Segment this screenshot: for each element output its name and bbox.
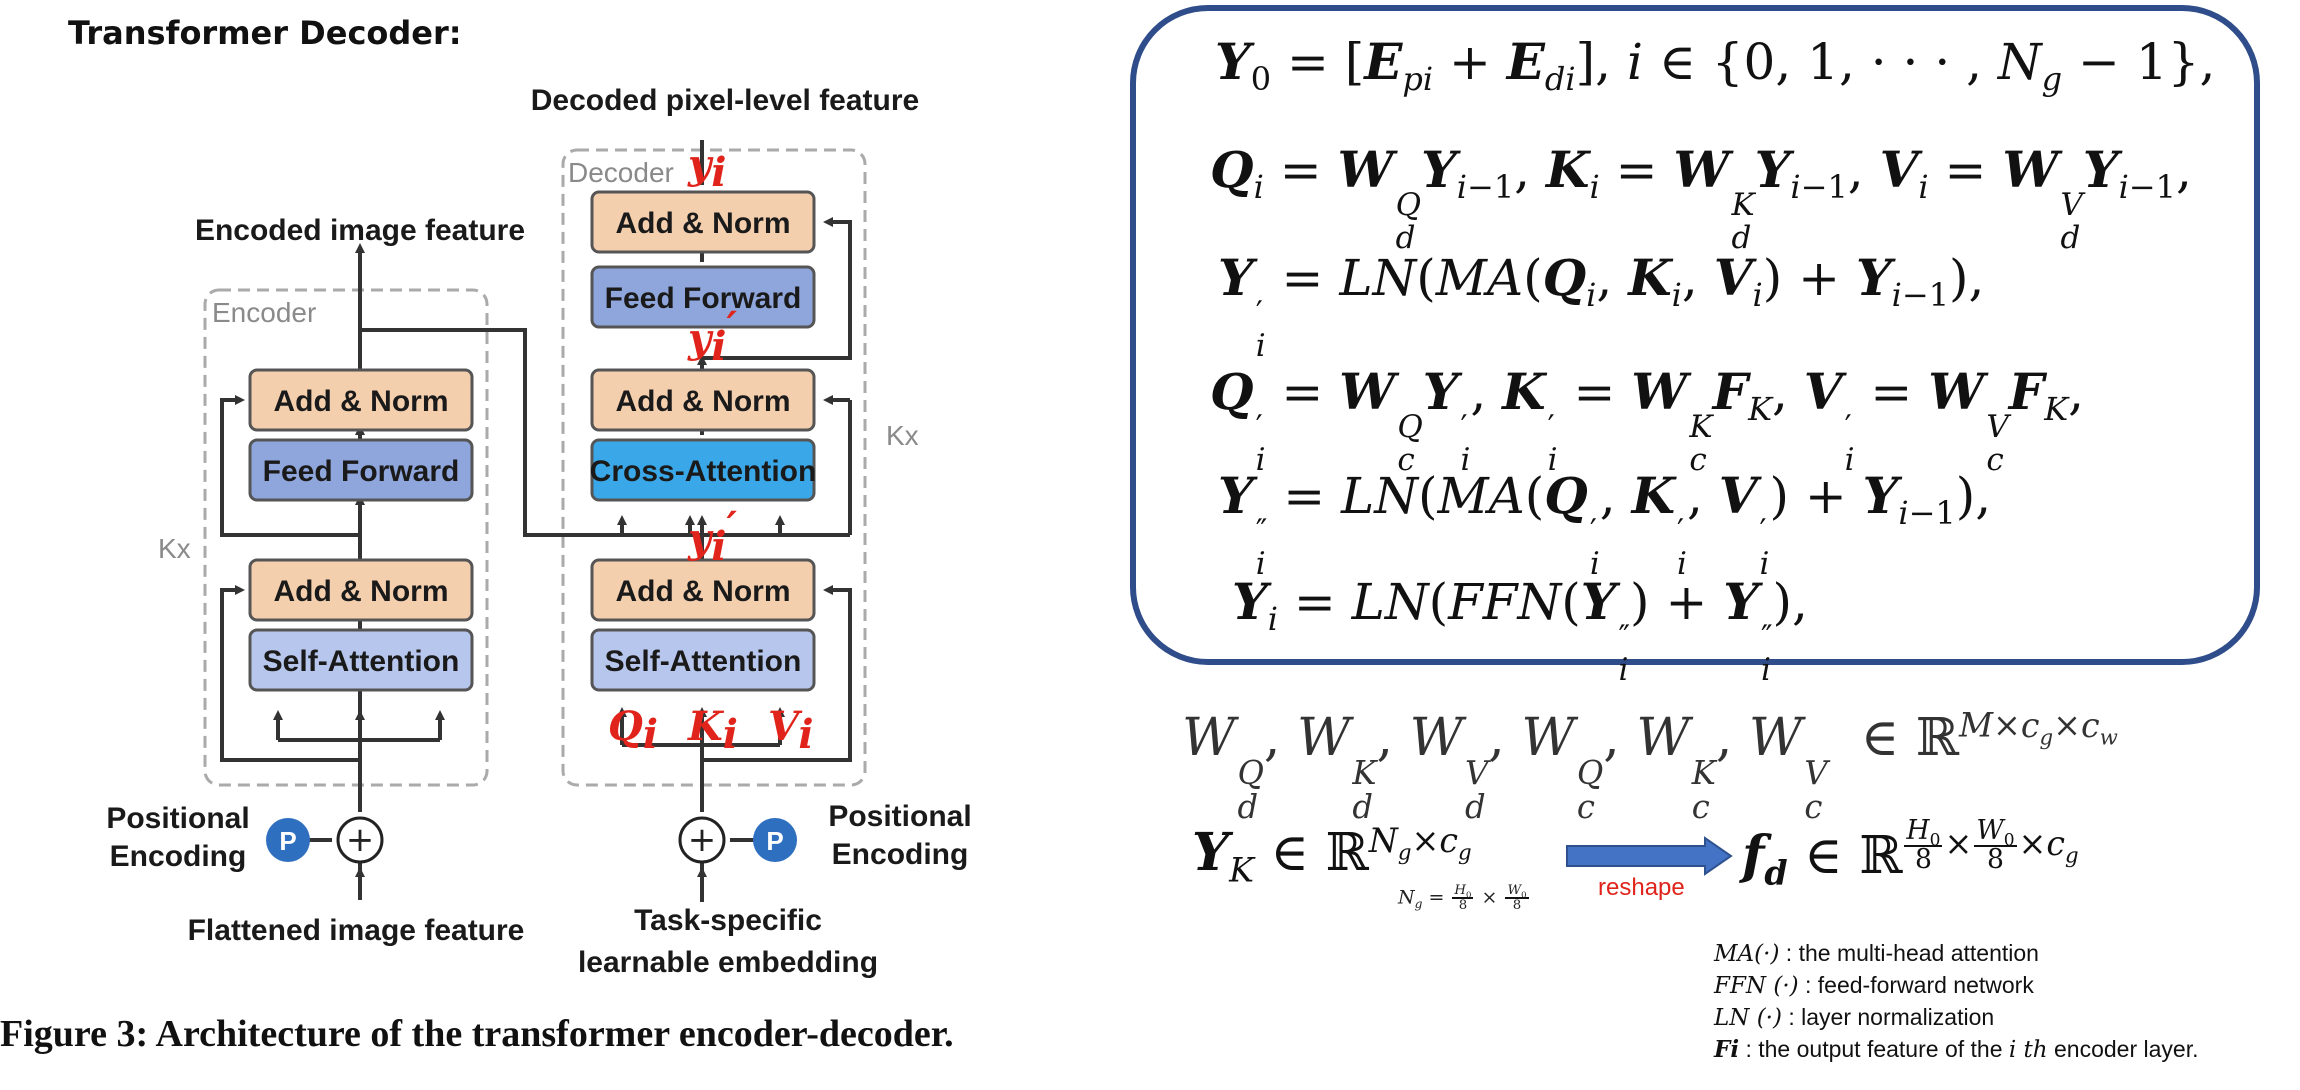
- encoder-feed-forward-label: Feed Forward: [263, 455, 460, 488]
- encoder-add-circle: [336, 816, 384, 864]
- encoder-add-norm-top: [248, 368, 474, 432]
- var-yi-top-letter: y: [687, 141, 714, 188]
- decoded-output-label: Decoded pixel-level feature: [531, 84, 919, 117]
- legend-ln: LN (·) : layer normalization: [1714, 1004, 1994, 1031]
- architecture-diagram: Encoder Decoder Kx Kx: [106, 84, 971, 979]
- var-v: Vi: [768, 703, 814, 758]
- var-yi-prime-lower-mark: ′: [726, 503, 737, 550]
- var-yi-prime-upper-sub: i: [711, 323, 726, 370]
- var-yi-prime-upper: yi′: [687, 303, 737, 370]
- equation-frame: [1130, 5, 2260, 665]
- legend-ma-sym: MA(·): [1714, 941, 1780, 967]
- decoder-cross-attention: [590, 438, 816, 502]
- var-yi-prime-upper-mark: ′: [726, 303, 737, 350]
- legend-fi-text: : the output feature of the: [1739, 1036, 2009, 1062]
- legend-fi-text2: encoder layer.: [2047, 1036, 2199, 1062]
- encoder-add-norm-bottom: [248, 558, 474, 622]
- encoder-add-norm-top-label: Add & Norm: [274, 385, 449, 418]
- pos-enc-right-2: Encoding: [832, 838, 969, 871]
- figure-caption: Figure 3: Architecture of the transforme…: [0, 1013, 954, 1055]
- legend-ffn-sym: FFN (·): [1714, 973, 1799, 999]
- legend-ffn-text: : feed-forward network: [1798, 972, 2034, 998]
- var-yi-top-sub: i: [711, 149, 726, 196]
- legend-fi: Fi : the output feature of the i th enco…: [1714, 1036, 2199, 1063]
- var-k-letter: K: [687, 703, 725, 750]
- encoder-tag: Encoder: [212, 297, 316, 328]
- encoder-p-circle: [266, 818, 310, 862]
- var-q-sub: i: [643, 711, 658, 758]
- legend-ln-sym: LN (·): [1714, 1005, 1782, 1031]
- encoder-frame: [203, 288, 489, 787]
- equation-1: Y0 = [Epi + Edi], i ∈ {0, 1, · · · , Ng …: [1215, 32, 2216, 98]
- var-k: Ki: [687, 703, 738, 758]
- flattened-label: Flattened image feature: [188, 914, 525, 947]
- var-q: Qi: [608, 703, 658, 758]
- encoder-add-norm-bottom-label: Add & Norm: [274, 575, 449, 608]
- decoder-tag: Decoder: [568, 157, 674, 188]
- decoder-plus-icon: +: [688, 820, 717, 860]
- decoder-add-norm-top-label: Add & Norm: [616, 207, 791, 240]
- encoder-self-attention: [248, 628, 474, 692]
- decoder-add-circle: [678, 816, 726, 864]
- legend-fi-sym2: i th: [2008, 1037, 2048, 1063]
- var-yi-prime-upper-letter: y: [687, 315, 714, 362]
- decoder-cross-attention-label: Cross-Attention: [590, 455, 817, 488]
- reshape-label: reshape: [1598, 874, 1685, 901]
- var-yi-prime-lower-sub: i: [711, 523, 726, 570]
- equation-6: Yi = LN(FFN(Y″i) + Y″i),: [1232, 572, 1808, 688]
- pos-enc-left-1: Positional: [106, 802, 249, 835]
- var-yi-prime-lower-letter: y: [687, 515, 714, 562]
- decoder-self-attention: [590, 628, 816, 692]
- pos-enc-left-2: Encoding: [110, 840, 247, 873]
- legend-ma: MA(·) : the multi-head attention: [1714, 940, 2039, 967]
- encoder-self-attention-label: Self-Attention: [263, 645, 460, 678]
- decoder-feed-forward: [590, 265, 816, 329]
- var-q-letter: Q: [608, 703, 643, 750]
- encoder-plus-icon: +: [346, 820, 375, 860]
- encoder-p-icon: P: [279, 826, 296, 856]
- encoded-output-label: Encoded image feature: [195, 214, 525, 247]
- var-v-sub: i: [798, 711, 813, 758]
- decoder-frame: [561, 148, 867, 787]
- decoder-add-norm-mid: [590, 368, 816, 432]
- var-yi-top: yi: [687, 141, 726, 196]
- task-label-1: Task-specific: [634, 904, 822, 937]
- decoder-self-attention-label: Self-Attention: [605, 645, 802, 678]
- encoder-feed-forward: [248, 438, 474, 502]
- equation-3: Y′i = LN(MA(Qi, Ki, Vi) + Yi−1),: [1218, 248, 1985, 364]
- task-label-2: learnable embedding: [578, 946, 878, 979]
- section-title: Transformer Decoder:: [68, 14, 462, 52]
- legend-ln-text: : layer normalization: [1781, 1004, 1995, 1030]
- decoder-add-norm-top: [590, 190, 816, 254]
- decoder-feed-forward-label: Feed Forward: [605, 282, 802, 315]
- yk-line: YK ∈ ℝNg×cg: [1192, 820, 1472, 890]
- equation-5: Y″i = LN(MA(Q′i, K′i, V′i) + Yi−1),: [1218, 466, 1992, 582]
- kx-left: Kx: [158, 533, 191, 564]
- kx-right: Kx: [886, 420, 919, 451]
- var-yi-prime-lower: yi′: [687, 503, 737, 570]
- decoder-p-circle: [753, 818, 797, 862]
- decoder-add-norm-bottom-label: Add & Norm: [616, 575, 791, 608]
- legend-ffn: FFN (·) : feed-forward network: [1714, 972, 2034, 999]
- decoder-add-norm-mid-label: Add & Norm: [616, 385, 791, 418]
- var-v-letter: V: [768, 703, 803, 750]
- decoder-add-norm-bottom: [590, 558, 816, 622]
- reshape-arrow: [1566, 836, 1733, 876]
- legend-fi-sym: Fi: [1714, 1036, 1740, 1063]
- decoder-p-icon: P: [766, 826, 783, 856]
- legend-ma-text: : the multi-head attention: [1779, 940, 2039, 966]
- pos-enc-right-1: Positional: [828, 800, 971, 833]
- var-k-sub: i: [723, 711, 738, 758]
